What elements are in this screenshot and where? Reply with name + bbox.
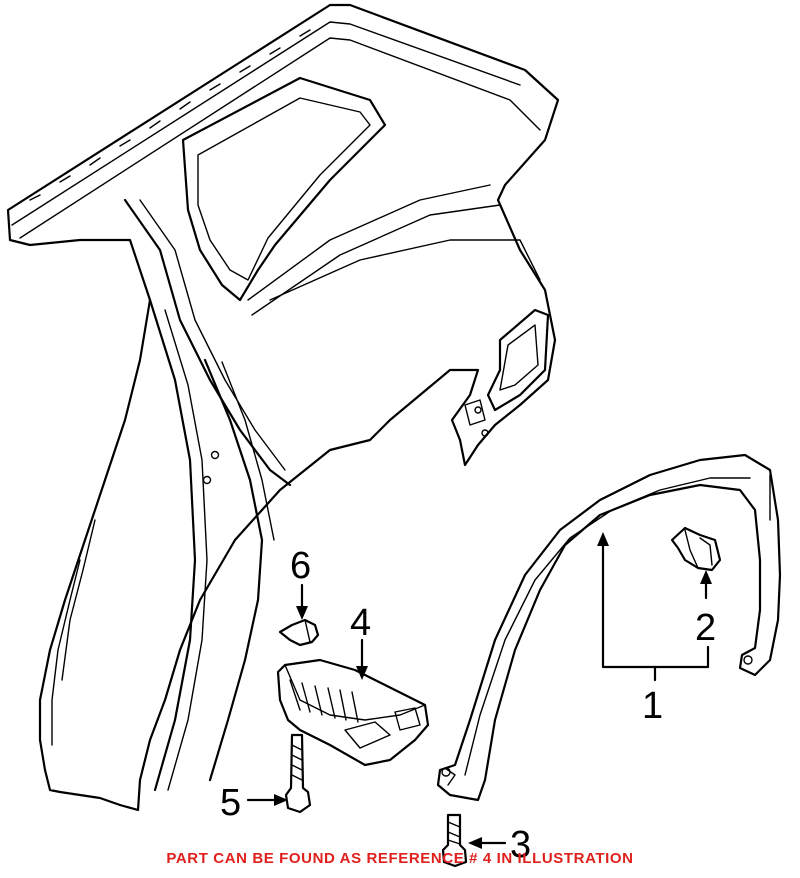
leader-lines — [246, 532, 712, 849]
arrow-5-head — [274, 794, 288, 806]
callout-1: 1 — [642, 685, 663, 727]
screw-part-6 — [278, 618, 320, 647]
bolt-part-3 — [441, 813, 468, 868]
arrow-1-head — [597, 532, 609, 546]
callout-4: 4 — [350, 602, 371, 644]
callout-3: 3 — [510, 824, 531, 866]
reference-note: PART CAN BE FOUND AS REFERENCE # 4 IN IL… — [166, 850, 634, 867]
bracket-part — [276, 658, 430, 767]
callout-6: 6 — [290, 545, 311, 587]
wheel-arch-molding — [436, 453, 782, 802]
leader-1 — [601, 538, 710, 669]
arrow-6-head — [296, 606, 308, 620]
arrow-4-head — [356, 666, 368, 680]
callout-5: 5 — [220, 782, 241, 824]
callout-2: 2 — [695, 607, 716, 649]
arrow-3-head — [468, 837, 482, 849]
quarter-panel — [6, 3, 560, 812]
clip-part — [670, 526, 722, 572]
arrow-2-head — [700, 570, 712, 584]
bolt-part-5 — [284, 733, 312, 814]
